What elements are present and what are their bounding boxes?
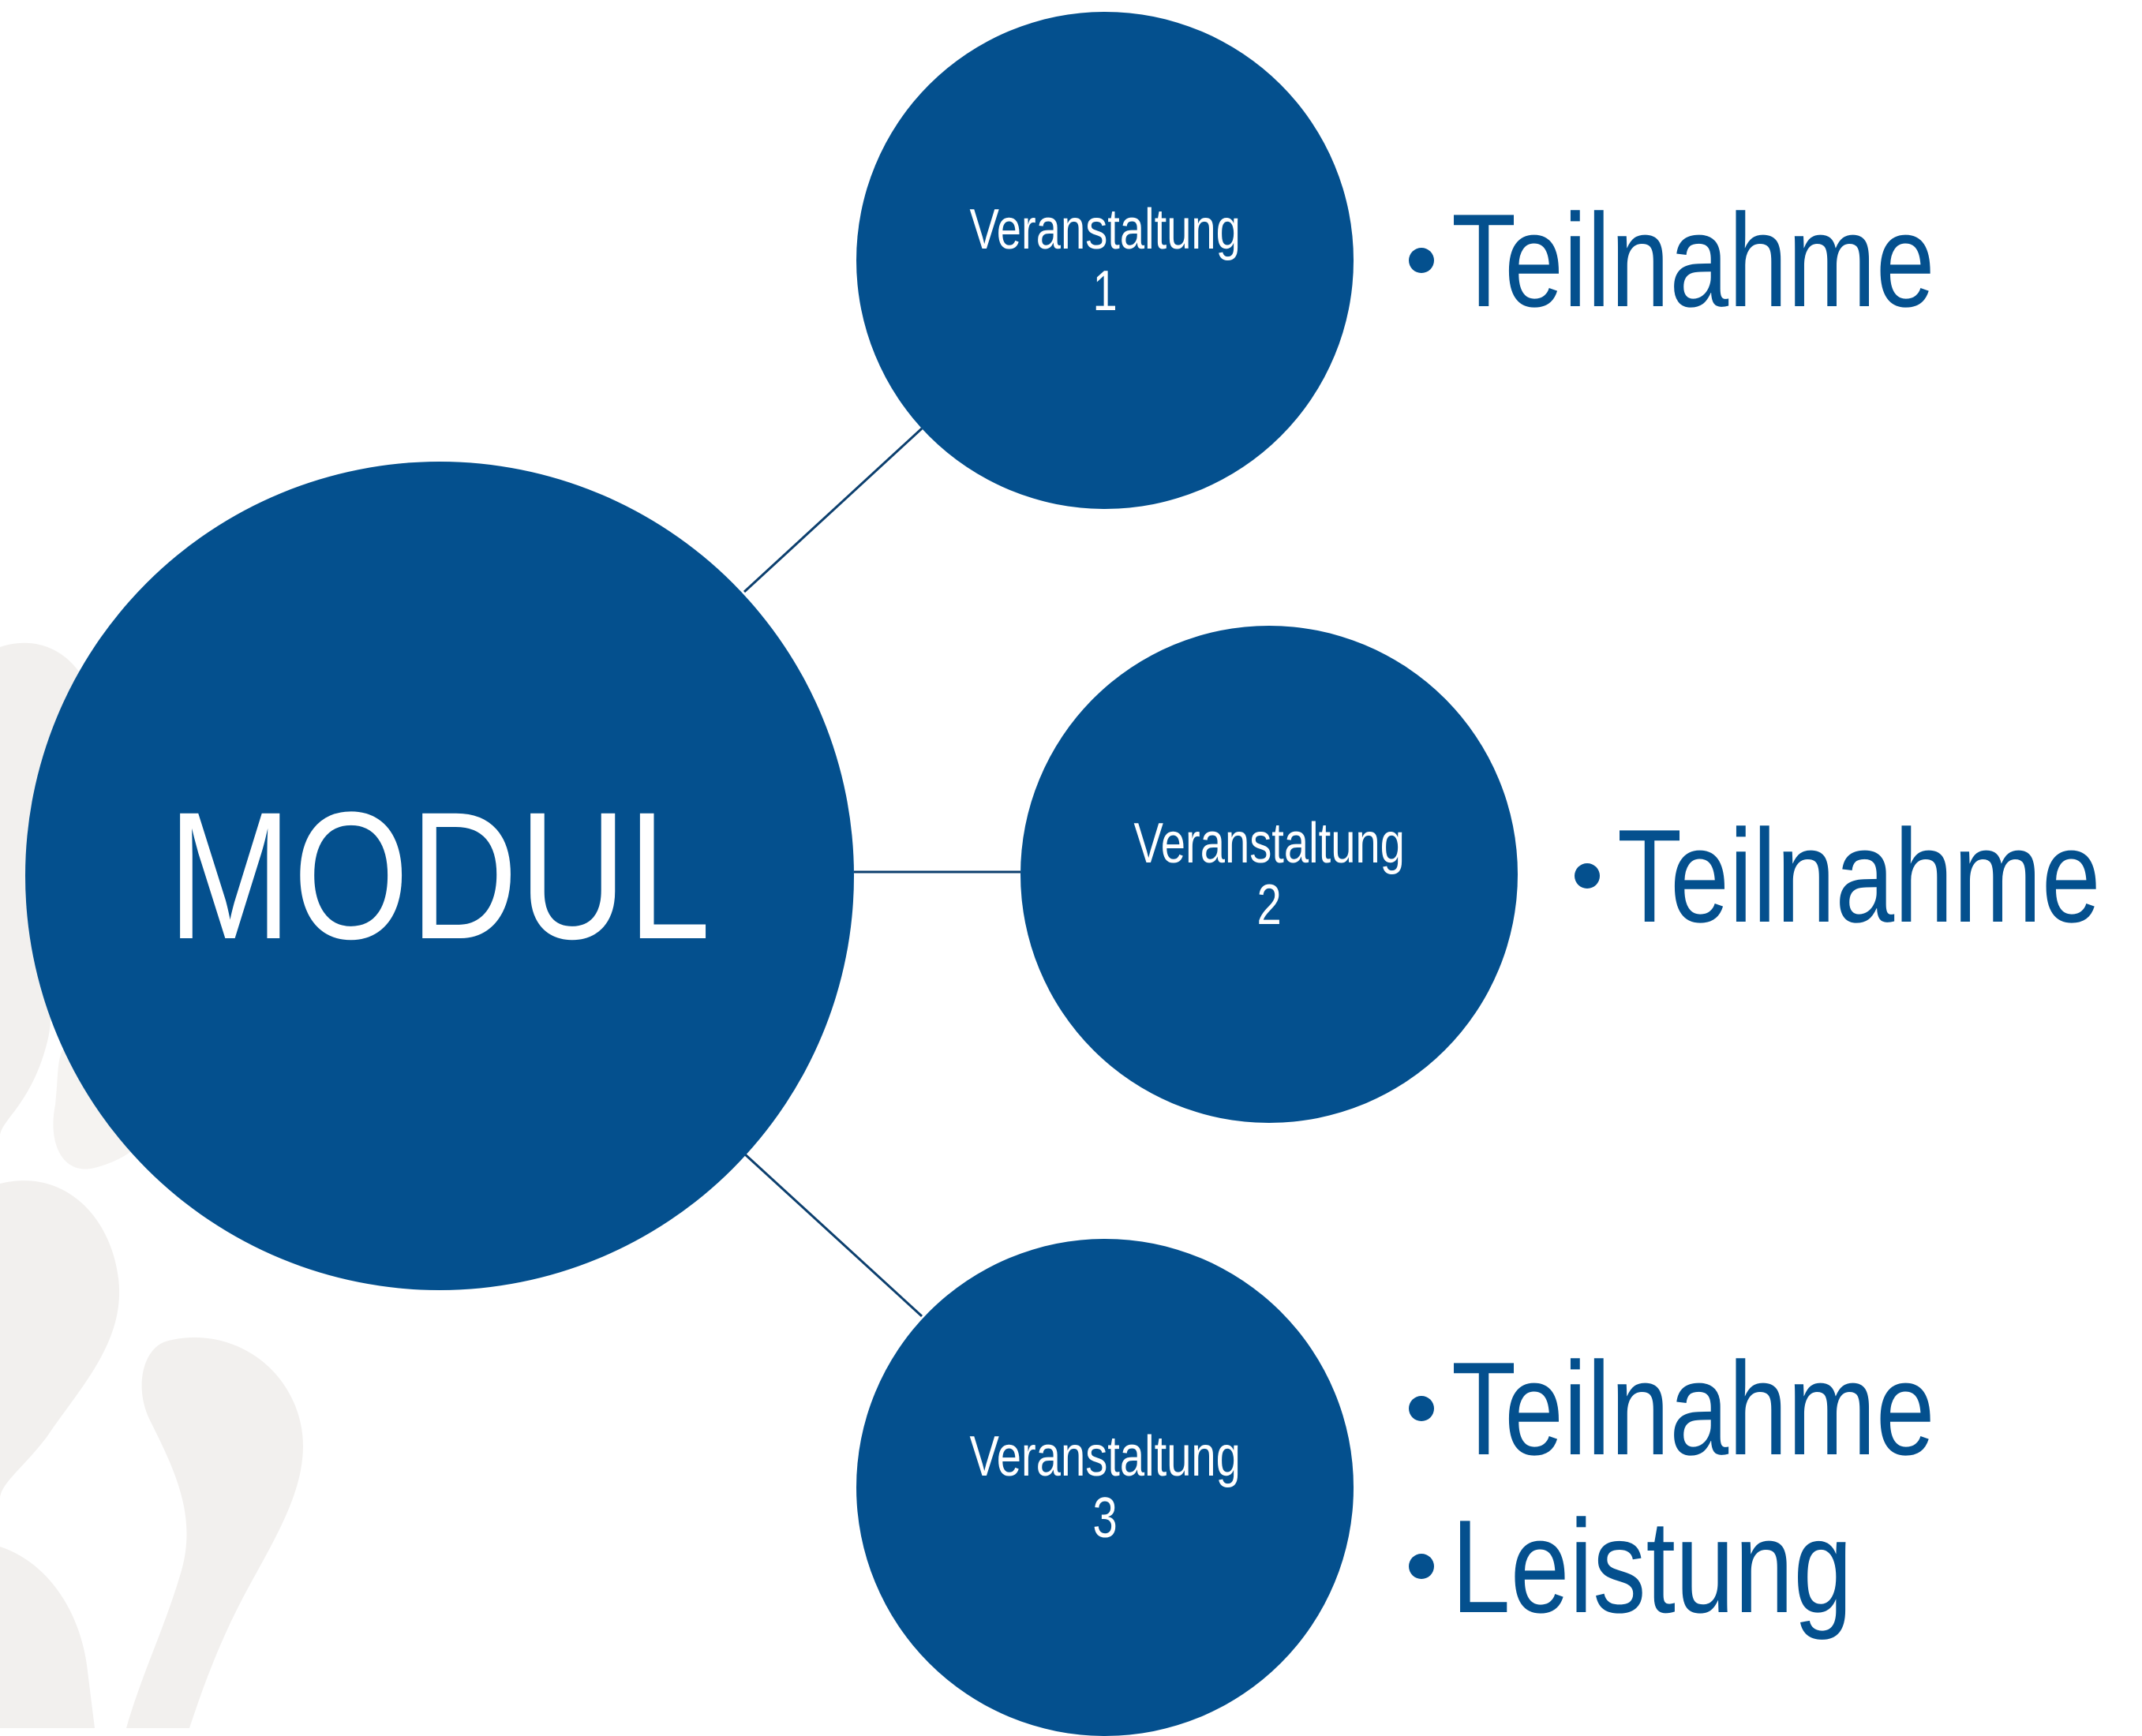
event-node-1-title: Veranstaltung (969, 198, 1241, 261)
requirement-text: Teilnahme (1451, 1334, 1935, 1483)
event-node-1-number: 1 (1092, 260, 1118, 323)
event-2-requirements-list: Teilnahme (1575, 793, 2142, 959)
event-1-requirements-list: Teilnahme (1409, 178, 2056, 343)
bullet-dot-icon (1409, 1396, 1434, 1421)
event-3-requirements-list: Teilnahme Leistung (1409, 1330, 2056, 1645)
event-node-1-label: Veranstaltung 1 (969, 199, 1240, 322)
main-node-circle: MODUL (25, 462, 854, 1290)
connector-modul-ev3 (743, 1152, 923, 1318)
requirement-item: Leistung (1409, 1487, 2056, 1645)
event-node-2-number: 2 (1256, 874, 1282, 937)
event-node-2-title: Veranstaltung (1133, 812, 1405, 875)
event-node-3-number: 3 (1092, 1487, 1118, 1550)
event-node-3-label: Veranstaltung 3 (969, 1426, 1240, 1549)
main-node-label: MODUL (167, 774, 712, 977)
requirement-item: Teilnahme (1575, 793, 2142, 959)
bullet-dot-icon (1409, 1554, 1434, 1579)
connector-modul-ev1 (743, 427, 923, 593)
requirement-text: Teilnahme (1617, 802, 2101, 950)
event-node-2: Veranstaltung 2 (1020, 626, 1518, 1123)
event-node-3-title: Veranstaltung (969, 1425, 1241, 1488)
event-node-1: Veranstaltung 1 (856, 12, 1354, 509)
bullet-dot-icon (1575, 863, 1600, 889)
requirement-item: Teilnahme (1409, 1330, 2056, 1487)
requirement-item: Teilnahme (1409, 178, 2056, 343)
requirement-text: Leistung (1451, 1492, 1853, 1641)
event-node-2-label: Veranstaltung 2 (1133, 813, 1404, 936)
bullet-dot-icon (1409, 248, 1434, 273)
event-node-3: Veranstaltung 3 (856, 1239, 1354, 1736)
requirement-text: Teilnahme (1451, 186, 1935, 335)
